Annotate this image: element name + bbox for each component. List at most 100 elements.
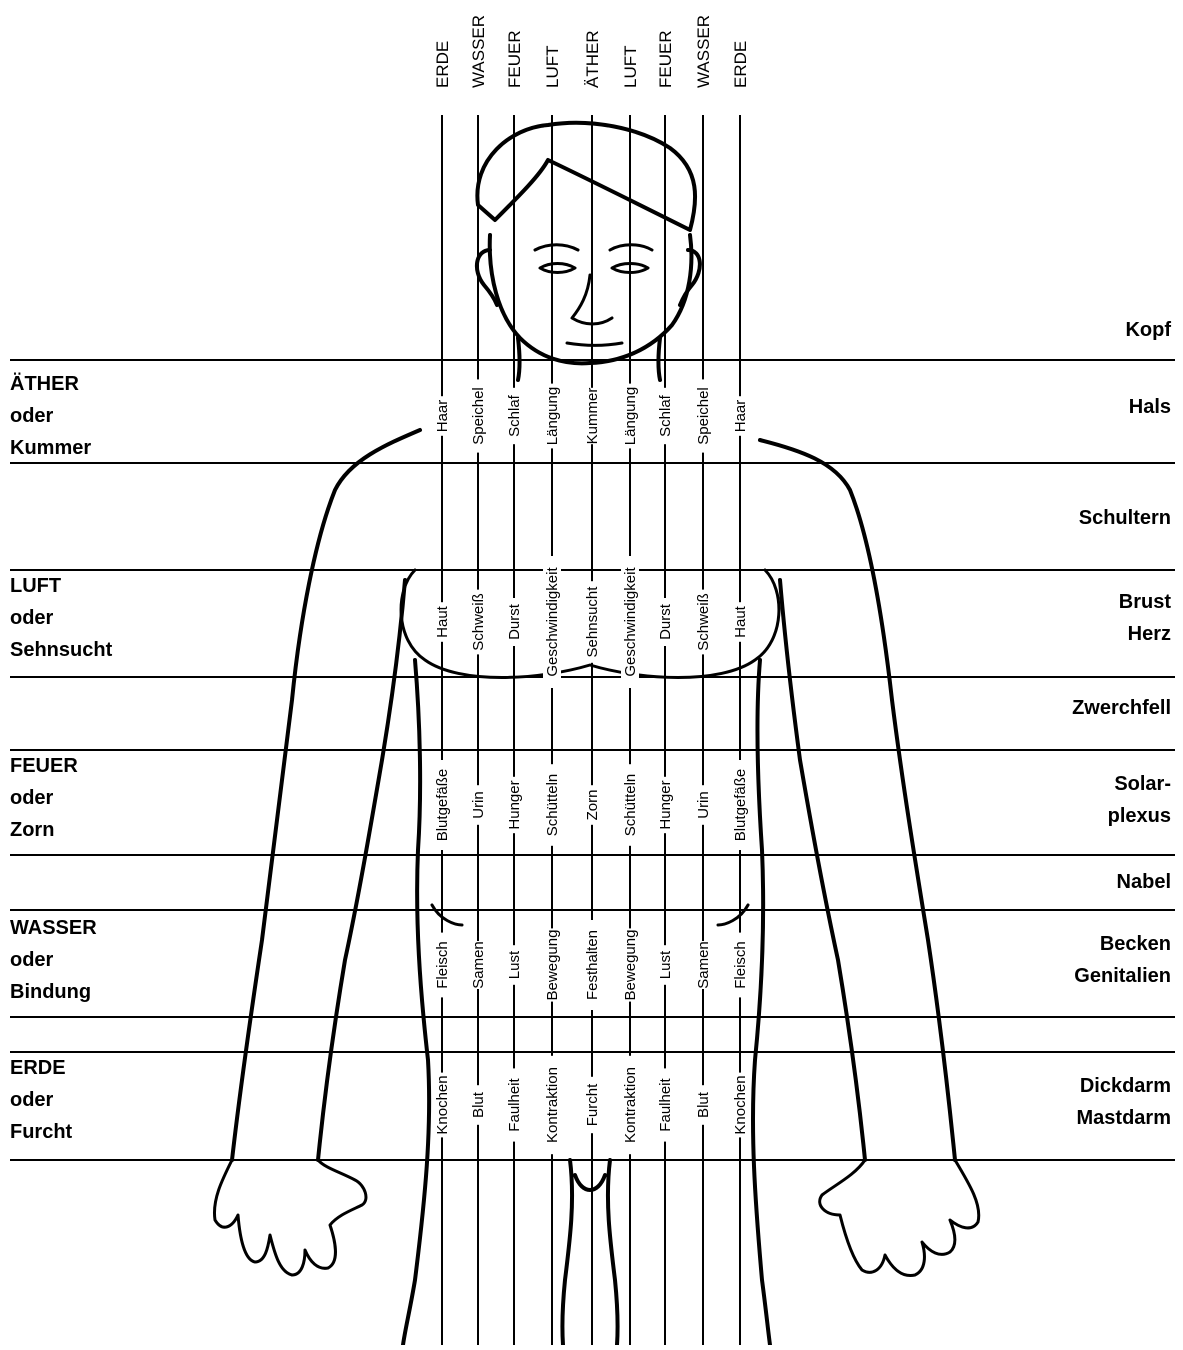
column-header: ERDE [433,41,452,88]
grid-cell: Durst [505,598,523,646]
grid-cell: Bewegung [543,928,561,1001]
cell-label: Blut [695,1091,712,1118]
inner-arm-right [780,580,865,1160]
cell-label: Speichel [470,387,487,445]
element-label-element: WASSER [10,912,97,944]
cell-label: Durst [506,603,523,640]
grid-cell: Lust [656,945,674,985]
cell-label: Haar [732,400,749,433]
grid-cell: Haar [731,396,749,436]
body-region-line: Mastdarm [971,1102,1171,1134]
grid-cell: Faulheit [505,1068,523,1141]
cell-label: Hunger [506,780,523,829]
cell-label: Kummer [584,388,601,445]
body-region-line: Dickdarm [971,1070,1171,1102]
cell-label: Festhalten [584,930,601,1000]
cell-label: Knochen [434,1075,451,1134]
cell-label: Faulheit [506,1077,523,1131]
column-header: WASSER [694,15,713,88]
grid-cell: Haut [433,602,451,642]
hand-right [820,1160,979,1276]
body-region-label: BrustHerz [971,586,1171,650]
grid-cell: Längung [621,384,639,449]
element-label-connector: oder [10,400,91,432]
element-label-element: FEUER [10,750,78,782]
cell-label: Haut [434,605,451,638]
body-region-line: Herz [971,618,1171,650]
element-label: WASSERoderBindung [10,912,97,1008]
grid-cell: Geschwindigkeit [621,556,639,688]
cell-label: Knochen [732,1075,749,1134]
element-label-element: ÄTHER [10,368,91,400]
inner-arm-left [318,580,405,1160]
cell-label: Lust [657,950,674,979]
element-label: ERDEoderFurcht [10,1052,72,1148]
cell-label: Kontraktion [622,1067,639,1143]
grid-cell: Hunger [505,777,523,833]
body-region-line: Schultern [971,502,1171,534]
cell-label: Schlaf [506,394,523,437]
grid-cell: Speichel [469,379,487,452]
body-region-line: Nabel [971,866,1171,898]
element-label: FEUERoderZorn [10,750,78,846]
element-label-element: LUFT [10,570,112,602]
column-header: ÄTHER [583,30,602,88]
element-label: LUFToderSehnsucht [10,570,112,666]
body-region-label: Zwerchfell [971,692,1171,724]
grid-cell: Durst [656,598,674,646]
hand-left [214,1160,366,1275]
element-label-emotion: Bindung [10,976,97,1008]
grid-cell: Faulheit [656,1068,674,1141]
cell-label: Schütteln [544,774,561,837]
cell-label: Haar [434,400,451,433]
cell-label: Lust [506,950,523,979]
body-outline [214,123,978,1345]
cell-label: Längung [622,387,639,445]
cell-label: Fleisch [434,941,451,989]
element-label-connector: oder [10,782,78,814]
cell-label: Geschwindigkeit [622,567,639,677]
cell-label: Blutgefäße [434,769,451,842]
eyebrow-left [535,245,578,250]
body-region-label: Kopf [971,314,1171,346]
hair [477,123,695,230]
grid-cell: Fleisch [433,933,451,998]
leg-inner-left [562,1160,572,1345]
grid-cell: Speichel [694,379,712,452]
cell-label: Haut [732,605,749,638]
grid-cell: Kummer [583,388,601,445]
element-label-connector: oder [10,944,97,976]
body-region-line: Genitalien [971,960,1171,992]
grid-cell: Schütteln [621,764,639,846]
grid-cell: Blutgefäße [433,760,451,850]
body-region-label: Solar-plexus [971,768,1171,832]
body-region-label: Schultern [971,502,1171,534]
grid-cell: Blut [469,1085,487,1125]
grid-cell: Bewegung [621,928,639,1001]
cell-label: Samen [470,941,487,989]
grid-cell: Geschwindigkeit [543,556,561,688]
grid-cell: Knochen [731,1073,749,1138]
cell-label: Schweiß [695,593,712,651]
grid-cell: Haar [433,396,451,436]
cell-label: Schlaf [657,394,674,437]
grid-cell: Kontraktion [543,1056,561,1154]
waist-left [403,660,429,1345]
grid-cell: Urin [469,785,487,825]
column-header: LUFT [543,46,562,89]
cell-label: Urin [470,791,487,819]
cell-label: Sehnsucht [584,586,601,658]
grid-cell: Schlaf [656,388,674,444]
cell-label: Bewegung [622,930,639,1001]
element-label-emotion: Furcht [10,1116,72,1148]
leg-crotch [575,1175,605,1190]
column-header: ERDE [731,41,750,88]
leg-inner-right [608,1160,618,1345]
cell-label: Schütteln [622,774,639,837]
cell-label: Samen [695,941,712,989]
cell-label: Schweiß [470,593,487,651]
cell-label: Durst [657,603,674,640]
